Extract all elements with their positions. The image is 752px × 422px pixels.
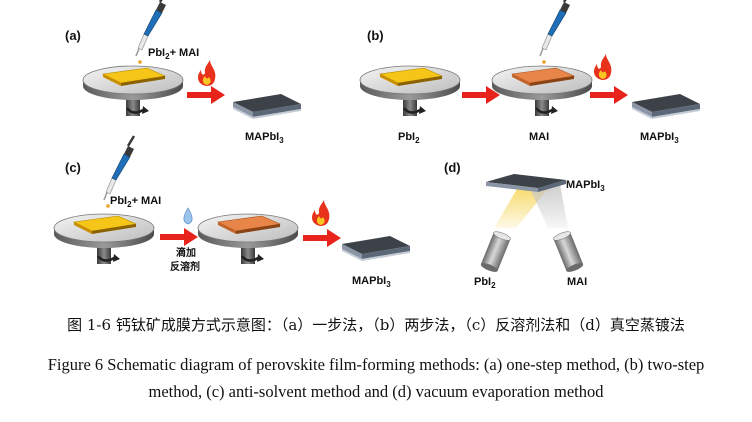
figure-caption-chinese: 图 1-6 钙钛矿成膜方式示意图：（a）一步法，（b）两步法，（c）反溶剂法和（… — [67, 316, 685, 334]
antisolvent-drop-icon — [183, 207, 193, 225]
panel-d-source2-label: MAI — [567, 276, 587, 288]
panel-b-product-label: MAPbI3 — [640, 131, 679, 145]
mai-vapor-beam — [528, 184, 568, 228]
panel-c-product-label: MAPbI3 — [352, 275, 391, 289]
flame-icon — [198, 60, 216, 86]
pbi2-source-icon — [479, 229, 512, 275]
panel-d-substrate-label: MAPbI3 — [566, 179, 605, 193]
perovskite-film-icon — [233, 94, 301, 119]
perovskite-film-icon — [632, 94, 700, 119]
panel-b-step1-label: PbI2 — [398, 131, 420, 145]
step-arrow — [160, 228, 198, 246]
panel-b: (b) PbI2 MAI MAPbI3 — [358, 0, 700, 145]
substrate-film-icon — [486, 174, 566, 188]
panel-a-product-label: MAPbI3 — [245, 131, 284, 145]
panel-d: (d) MAPbI3 PbI2 MAI — [444, 160, 605, 290]
flame-icon — [594, 54, 612, 80]
panel-d-tag: (d) — [444, 160, 461, 175]
annealing-arrow — [187, 86, 225, 104]
pipette-icon — [538, 0, 572, 66]
panel-c-precursor-label: PbI2+ MAI — [110, 195, 161, 209]
caption-english-line1: Figure 6 Schematic diagram of perovskite… — [47, 355, 705, 374]
panel-d-source1-label: PbI2 — [474, 276, 496, 290]
panel-a-tag: (a) — [65, 28, 81, 43]
annealing-arrow — [590, 86, 628, 104]
annealing-arrow — [303, 229, 341, 247]
panel-c: (c) PbI2+ MAI 滴加 反溶剂 MAPbI3 — [52, 134, 410, 289]
panel-a-precursor-label: PbI2+ MAI — [148, 47, 199, 61]
figure-caption-english: Figure 6 Schematic diagram of perovskite… — [0, 351, 752, 405]
antisolvent-label-line2: 反溶剂 — [170, 260, 200, 273]
antisolvent-label-line1: 滴加 — [176, 246, 196, 259]
panel-b-tag: (b) — [367, 28, 384, 43]
perovskite-film-icon — [342, 236, 410, 261]
panel-a: (a) PbI2+ MAI MAPbI3 — [65, 0, 301, 145]
flame-icon — [312, 200, 330, 226]
mai-source-icon — [552, 229, 585, 275]
caption-english-line2: method, (c) anti-solvent method and (d) … — [148, 382, 604, 401]
panel-b-step2-label: MAI — [529, 131, 549, 143]
panel-c-tag: (c) — [65, 160, 81, 175]
schematic-figure: (a) PbI2+ MAI MAPbI3 (b) PbI2 MAI MAPbI3… — [52, 0, 700, 290]
